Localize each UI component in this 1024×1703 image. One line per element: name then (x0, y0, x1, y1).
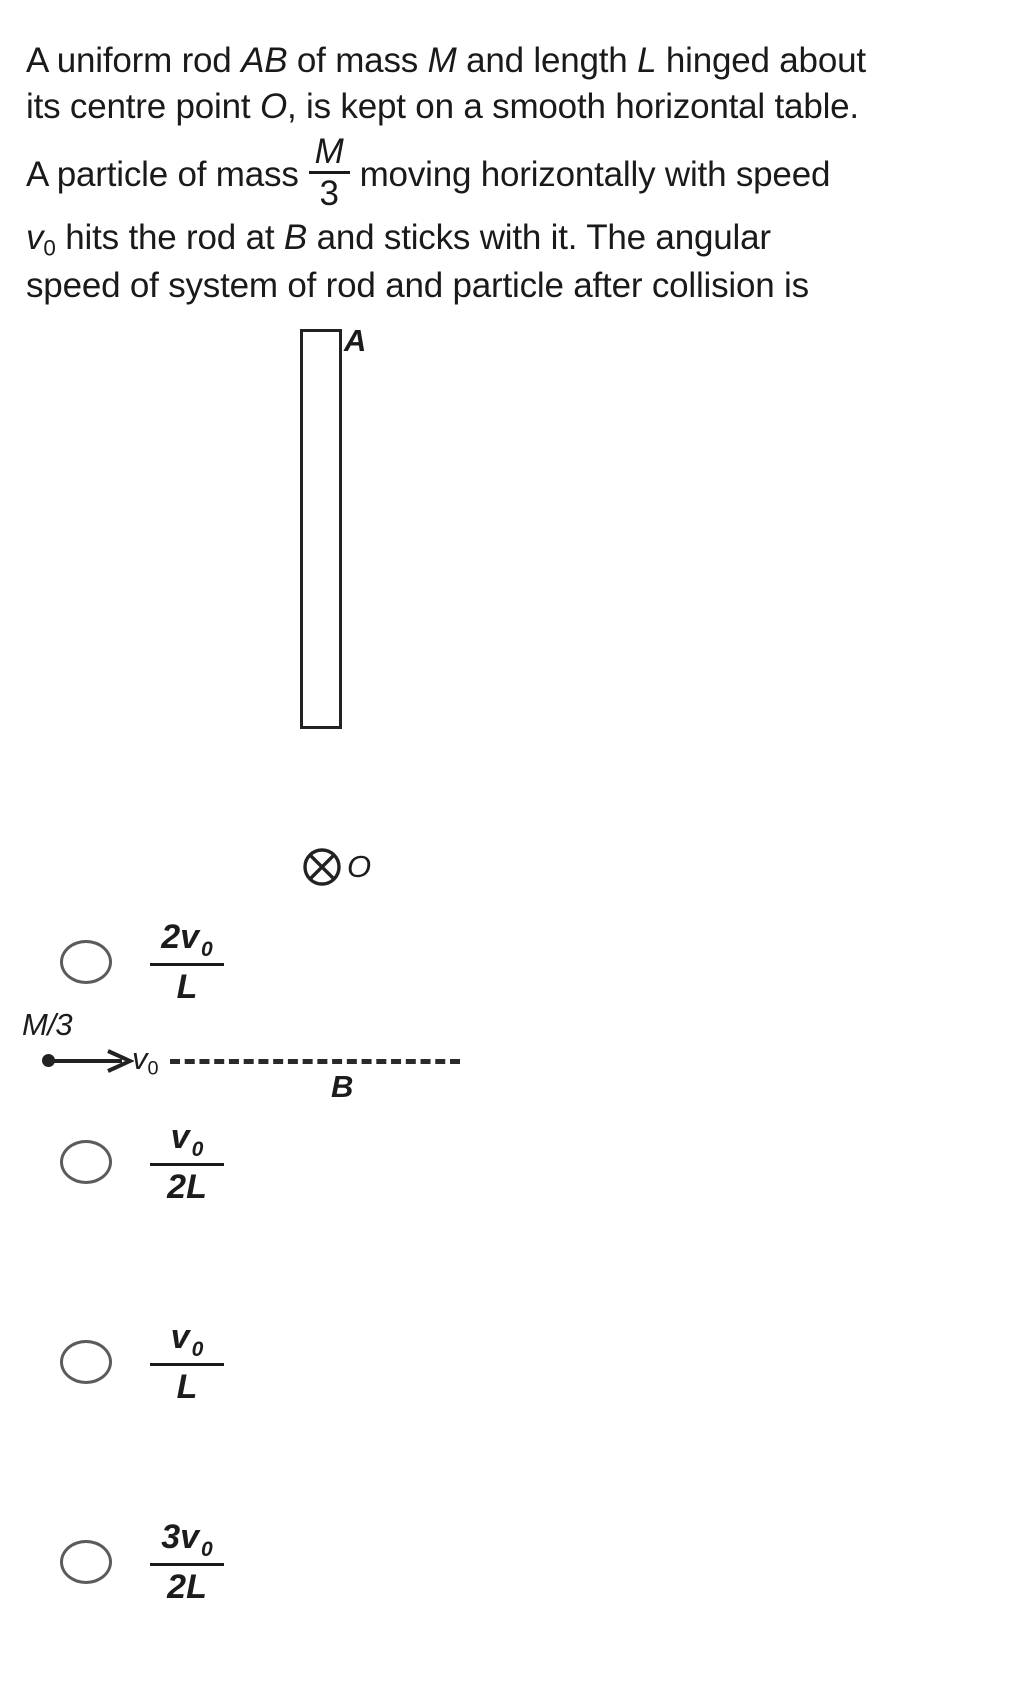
question-line-2: its centre point O, is kept on a smooth … (26, 84, 998, 130)
answer-option-c[interactable]: v0 L (0, 1262, 1024, 1462)
diagram-label-a: A (344, 323, 367, 359)
radio-button-b[interactable] (60, 1140, 112, 1184)
particle-dot-icon (42, 1054, 55, 1068)
question-fragment: and sticks with it. The angular (307, 218, 771, 258)
option-a-numerator: 2v0 (157, 920, 217, 962)
question-fragment: hinged about (656, 41, 866, 80)
question-text: A uniform rod AB of mass M and length L … (0, 0, 1024, 309)
radio-button-a[interactable] (60, 940, 112, 984)
option-c-numerator: v0 (167, 1320, 208, 1362)
velocity-subscript: 0 (201, 937, 213, 961)
velocity-letter: v (180, 918, 200, 957)
question-line-5: speed of system of rod and particle afte… (26, 266, 809, 306)
fraction-bar (150, 1362, 224, 1366)
answer-option-a[interactable]: 2v0 L (0, 862, 1024, 1062)
velocity-symbol: v (26, 218, 44, 258)
option-c-expression: v0 L (150, 1320, 224, 1406)
option-a-denominator: L (176, 967, 198, 1006)
option-b-expression: v0 2L (150, 1120, 224, 1206)
question-fragment: of mass (287, 41, 428, 80)
rod-ab-shape (300, 329, 342, 730)
fraction-bar (150, 1162, 224, 1166)
diagram-label-b: B (331, 1069, 354, 1105)
velocity-letter: v (170, 1118, 190, 1157)
point-b-symbol: B (283, 218, 308, 258)
diagram-label-o: O (347, 849, 372, 885)
mass-symbol: M (427, 41, 457, 80)
question-line-4: v0 hits the rod at B and sticks with it.… (26, 215, 998, 263)
velocity-letter: v (132, 1041, 148, 1077)
radio-button-c[interactable] (60, 1340, 112, 1384)
fraction-bar (308, 171, 350, 175)
question-fragment: and length (456, 41, 638, 80)
coefficient: 2 (161, 918, 181, 957)
velocity-letter: v (180, 1518, 200, 1557)
centre-symbol: O (259, 87, 287, 127)
velocity-subscript: 0 (147, 1057, 159, 1080)
option-b-denominator: 2L (167, 1167, 207, 1206)
diagram-label-particle-mass: M/3 (22, 1007, 73, 1043)
question-fragment: moving horizontally with speed (359, 154, 831, 194)
option-d-denominator: 2L (167, 1567, 207, 1606)
coefficient: 3 (161, 1518, 181, 1557)
fraction-bar (150, 1562, 224, 1566)
option-b-numerator: v0 (167, 1120, 208, 1162)
question-fragment: A uniform rod (26, 41, 242, 80)
question-fragment: , is kept on a smooth horizontal table. (286, 87, 859, 127)
option-c-denominator: L (176, 1367, 198, 1406)
dashed-trajectory-line (170, 1059, 460, 1065)
option-d-expression: 3v0 2L (150, 1520, 224, 1606)
answer-option-d[interactable]: 3v0 2L (0, 1462, 1024, 1662)
hinge-cross-circle-icon (302, 847, 342, 887)
velocity-arrow-icon (50, 1048, 135, 1074)
question-fragment: its centre point (26, 87, 260, 127)
length-symbol: L (637, 41, 657, 80)
physics-diagram: A O B M/3 v0 (0, 319, 1024, 1104)
diagram-label-velocity: v0 (132, 1041, 159, 1081)
velocity-subscript: 0 (43, 235, 56, 261)
answer-option-b[interactable]: v0 2L (0, 1062, 1024, 1262)
question-fragment: hits the rod at (55, 218, 284, 258)
answer-options-list: 2v0 L v0 2L v0 L 3v0 2L (0, 862, 1024, 1662)
question-line-1: A uniform rod AB of mass M and length L … (26, 38, 998, 84)
fraction-numerator: M (314, 132, 344, 172)
velocity-subscript: 0 (191, 1137, 204, 1161)
fraction-bar (150, 962, 224, 966)
velocity-letter: v (170, 1318, 190, 1357)
rod-label-ab: AB (241, 41, 288, 80)
radio-button-d[interactable] (60, 1540, 112, 1584)
velocity-subscript: 0 (201, 1537, 213, 1561)
option-d-numerator: 3v0 (157, 1520, 217, 1562)
question-fragment: A particle of mass (26, 154, 299, 194)
option-a-expression: 2v0 L (150, 920, 224, 1006)
fraction-denominator: 3 (319, 174, 339, 214)
velocity-subscript: 0 (191, 1337, 204, 1361)
